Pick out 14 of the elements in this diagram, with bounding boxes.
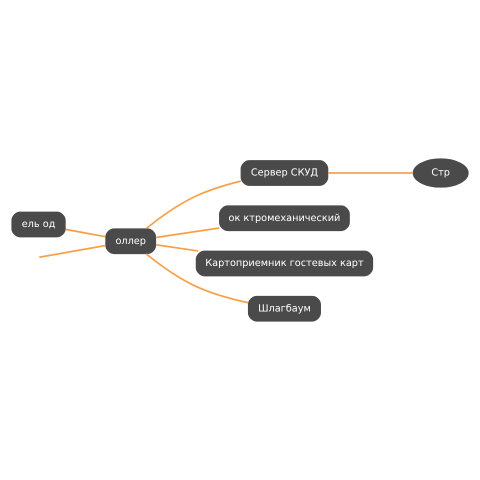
node-box: Картоприемник гостевых карт [196,250,374,276]
connector [146,180,241,230]
connector [328,172,414,174]
node-box: Шлагбаум [248,296,321,322]
connector [146,253,248,304]
connector [65,228,106,238]
node-box: оллер [105,228,156,254]
connector [39,244,106,258]
connector [156,227,220,238]
node-ellipse: Стр [412,158,469,188]
connector [156,244,198,252]
node-box: ель од [11,212,66,238]
node-box: Сервер СКУД [240,160,328,186]
node-box: ок ктромеханический [219,205,350,232]
